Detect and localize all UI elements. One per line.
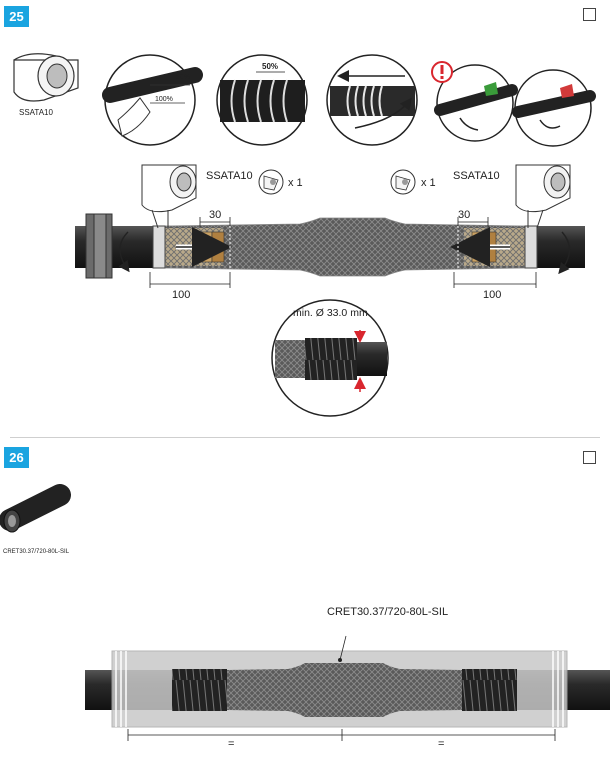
detail-circle-wrapping-hand [102, 54, 203, 146]
dim-100-right: 100 [483, 289, 502, 301]
detail-circle-wrong [512, 69, 596, 147]
detail-circle-correct [434, 64, 518, 142]
tape-roll-left [141, 164, 197, 229]
equal-left-label: = [228, 738, 235, 750]
detail-circle-min-diameter [271, 299, 389, 417]
dim-100-left: 100 [172, 289, 191, 301]
tape-name-label: SSATA10 [19, 108, 53, 117]
overlap-100-label: 100% [155, 96, 173, 103]
dim-30-left: 30 [209, 209, 222, 221]
small-tape-icon-left [258, 169, 284, 195]
step-number-badge-25: 25 [4, 6, 29, 27]
dim-30-right: 30 [458, 209, 471, 221]
tape-roll-right [515, 164, 571, 229]
overlap-50-label-b: 50% [262, 62, 279, 71]
step-25-checkbox[interactable] [583, 8, 596, 21]
warning-icon [431, 61, 453, 83]
detail-circle-overlap [216, 54, 308, 146]
tube-name-label: CRET30.37/720-80L-SIL [3, 549, 70, 555]
tube-callout-label: CRET30.37/720-80L-SIL [327, 606, 449, 618]
small-tape-icon-right [390, 169, 416, 195]
thumb-down-icon [560, 84, 574, 98]
tape-roll-icon [13, 53, 79, 102]
equal-right-label: = [438, 738, 445, 750]
section-divider [10, 437, 600, 438]
tube-roll-icon [0, 484, 71, 533]
min-diameter-label: min. Ø 33.0 mm [293, 307, 368, 319]
left-tape-qty: x 1 [288, 177, 303, 189]
right-tape-qty: x 1 [421, 177, 436, 189]
step-number-badge-26: 26 [4, 447, 29, 468]
thumb-up-icon [484, 82, 498, 96]
detail-circle-direction [326, 54, 418, 146]
overlap-50-label-a: 50% [176, 74, 191, 81]
step-26-checkbox[interactable] [583, 451, 596, 464]
right-tape-label: SSATA10 [453, 170, 500, 182]
left-tape-label: SSATA10 [206, 170, 253, 182]
